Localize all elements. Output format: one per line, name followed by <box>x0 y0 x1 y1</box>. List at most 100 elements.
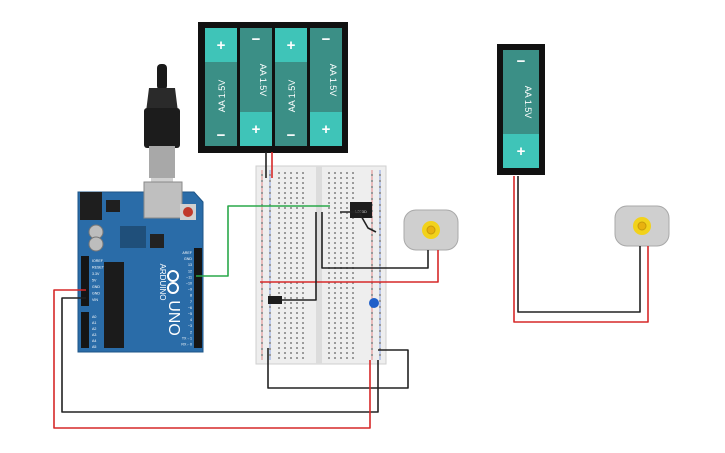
breadboard-hole <box>278 232 280 234</box>
breadboard-hole <box>346 312 348 314</box>
breadboard-hole <box>290 232 292 234</box>
breadboard-hole <box>290 317 292 319</box>
pin-label: RX←0 <box>181 343 192 347</box>
breadboard-hole <box>296 212 298 214</box>
wire-arduino-gnd[interactable] <box>61 297 379 413</box>
breadboard-hole <box>371 240 373 242</box>
breadboard-hole <box>302 182 304 184</box>
breadboard[interactable]: L293D <box>255 165 387 365</box>
breadboard-hole <box>278 202 280 204</box>
breadboard-hole <box>296 252 298 254</box>
transistor[interactable] <box>268 296 282 304</box>
pin-label: 8 <box>190 294 192 298</box>
breadboard-hole <box>346 327 348 329</box>
breadboard-hole <box>371 234 373 236</box>
breadboard-hole <box>334 252 336 254</box>
breadboard-hole <box>278 327 280 329</box>
pin-label: A2 <box>92 327 96 331</box>
pin-label: 7 <box>190 300 192 304</box>
usb-cable[interactable] <box>144 64 180 188</box>
breadboard-hole <box>340 177 342 179</box>
breadboard-hole <box>290 187 292 189</box>
breadboard-hole <box>334 202 336 204</box>
cell-3-bottom-sign: − <box>287 127 296 144</box>
breadboard-hole <box>352 197 354 199</box>
breadboard-hole <box>278 322 280 324</box>
pin-label: ~10 <box>186 282 192 286</box>
breadboard-hole <box>302 272 304 274</box>
wire-signal-green[interactable] <box>196 205 330 277</box>
pin-label: 2 <box>190 330 192 334</box>
breadboard-hole <box>269 252 271 254</box>
breadboard-hole <box>269 192 271 194</box>
breadboard-hole <box>328 342 330 344</box>
breadboard-hole <box>284 172 286 174</box>
breadboard-hole <box>284 352 286 354</box>
breadboard-hole <box>261 216 263 218</box>
breadboard-holes <box>261 172 381 359</box>
breadboard-hole <box>296 227 298 229</box>
breadboard-hole <box>261 240 263 242</box>
breadboard-hole <box>346 342 348 344</box>
breadboard-hole <box>346 292 348 294</box>
breadboard-hole <box>340 262 342 264</box>
breadboard-hole <box>278 172 280 174</box>
breadboard-hole <box>328 347 330 349</box>
breadboard-hole <box>269 264 271 266</box>
breadboard-hole <box>290 177 292 179</box>
breadboard-hole <box>284 202 286 204</box>
breadboard-hole <box>261 204 263 206</box>
breadboard-hole <box>340 232 342 234</box>
breadboard-hole <box>261 354 263 356</box>
battery-pack[interactable]: + AA 1.5V − − AA 1.5V + + AA 1.5V − − AA… <box>198 22 348 153</box>
breadboard-hole <box>290 287 292 289</box>
breadboard-hole <box>261 348 263 350</box>
breadboard-hole <box>334 312 336 314</box>
wire-motor1-black[interactable] <box>321 212 429 269</box>
breadboard-hole <box>334 227 336 229</box>
pin-label: ~6 <box>188 306 192 310</box>
dc-motor-1[interactable] <box>403 209 459 251</box>
breadboard-hole <box>346 197 348 199</box>
breadboard-hole <box>269 294 271 296</box>
wire-gnd-loop[interactable] <box>267 348 409 389</box>
breadboard-hole <box>328 237 330 239</box>
breadboard-hole <box>334 272 336 274</box>
wire-battery2-positive[interactable] <box>513 176 649 323</box>
breadboard-hole <box>328 332 330 334</box>
breadboard-hole <box>340 202 342 204</box>
pin-label: 3.3V <box>92 272 100 276</box>
breadboard-hole <box>379 234 381 236</box>
breadboard-hole <box>284 272 286 274</box>
dc-motor-2[interactable] <box>614 205 670 247</box>
breadboard-hole <box>302 212 304 214</box>
breadboard-hole <box>269 330 271 332</box>
breadboard-hole <box>352 232 354 234</box>
breadboard-hole <box>261 330 263 332</box>
breadboard-hole <box>346 337 348 339</box>
wire-arduino-5v[interactable] <box>53 289 371 429</box>
pin-label: 5V <box>92 279 97 283</box>
breadboard-hole <box>334 222 336 224</box>
breadboard-hole <box>290 342 292 344</box>
breadboard-hole <box>328 202 330 204</box>
blue-capacitor[interactable] <box>369 298 379 308</box>
single-battery[interactable]: − AA 1.5V + <box>497 44 545 175</box>
breadboard-hole <box>302 312 304 314</box>
breadboard-hole <box>278 342 280 344</box>
breadboard-hole <box>328 187 330 189</box>
breadboard-hole <box>346 217 348 219</box>
breadboard-hole <box>284 217 286 219</box>
breadboard-hole <box>284 227 286 229</box>
breadboard-hole <box>296 267 298 269</box>
wire-motor1-red[interactable] <box>260 250 439 283</box>
breadboard-hole <box>278 287 280 289</box>
l293d-chip[interactable] <box>350 202 372 218</box>
breadboard-hole <box>278 352 280 354</box>
breadboard-hole <box>284 292 286 294</box>
breadboard-hole <box>352 182 354 184</box>
breadboard-hole <box>269 306 271 308</box>
breadboard-hole <box>340 257 342 259</box>
wire-battery2-negative[interactable] <box>517 176 641 313</box>
